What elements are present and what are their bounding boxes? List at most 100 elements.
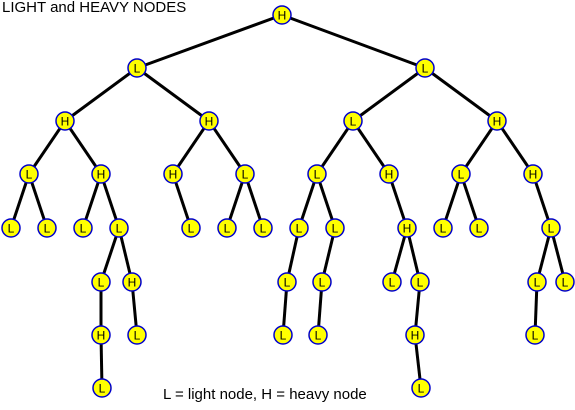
tree-edge bbox=[63, 120, 103, 175]
node-label: L bbox=[296, 222, 303, 236]
node-label: L bbox=[440, 222, 447, 236]
heavy-node: H bbox=[272, 5, 292, 25]
node-circle bbox=[289, 218, 309, 238]
node-circle bbox=[525, 325, 545, 345]
tree-edge bbox=[64, 66, 138, 123]
light-node: L bbox=[307, 164, 327, 184]
node-label: H bbox=[385, 168, 394, 182]
node-circle bbox=[91, 272, 111, 292]
diagram-title: LIGHT and HEAVY NODES bbox=[2, 0, 187, 16]
node-label: L bbox=[315, 329, 322, 343]
node-label: L bbox=[116, 222, 123, 236]
node-label: H bbox=[128, 276, 137, 290]
tree-edge bbox=[315, 120, 355, 175]
node-label: L bbox=[418, 382, 425, 396]
node-label: L bbox=[422, 62, 429, 76]
light-node: L bbox=[235, 164, 255, 184]
light-node: L bbox=[127, 58, 147, 78]
light-node: L bbox=[410, 272, 430, 292]
node-label: L bbox=[98, 276, 105, 290]
node-label: L bbox=[389, 276, 396, 290]
node-circle bbox=[541, 218, 561, 238]
node-circle bbox=[217, 218, 237, 238]
node-label: L bbox=[134, 62, 141, 76]
node-circle bbox=[272, 5, 292, 25]
tree-edge bbox=[281, 13, 426, 70]
heavy-node: H bbox=[163, 164, 183, 184]
node-circle bbox=[1, 218, 21, 238]
light-node: L bbox=[433, 218, 453, 238]
node-label: H bbox=[278, 9, 287, 23]
node-label: L bbox=[44, 222, 51, 236]
node-circle bbox=[307, 164, 327, 184]
node-circle bbox=[382, 272, 402, 292]
heavy-node: H bbox=[523, 164, 543, 184]
legend-text: L = light node, H = heavy node bbox=[163, 386, 367, 403]
light-node: L bbox=[92, 378, 112, 398]
node-label: H bbox=[403, 222, 412, 236]
node-circle bbox=[469, 218, 489, 238]
heavy-node: H bbox=[397, 218, 417, 238]
tree-edge bbox=[459, 120, 499, 175]
node-circle bbox=[37, 218, 57, 238]
node-label: L bbox=[8, 222, 15, 236]
node-circle bbox=[92, 378, 112, 398]
tree-edge bbox=[424, 66, 498, 123]
tree-edge bbox=[27, 120, 67, 175]
node-circle bbox=[527, 272, 547, 292]
light-node: L bbox=[411, 378, 431, 398]
tree-edge bbox=[207, 120, 247, 175]
node-circle bbox=[109, 218, 129, 238]
light-node: L bbox=[181, 218, 201, 238]
node-label: H bbox=[411, 329, 420, 343]
node-circle bbox=[523, 164, 543, 184]
tree-edge bbox=[495, 120, 535, 175]
node-circle bbox=[273, 325, 293, 345]
heavy-node: H bbox=[55, 111, 75, 131]
node-circle bbox=[235, 164, 255, 184]
node-label: L bbox=[134, 329, 141, 343]
light-node: L bbox=[289, 218, 309, 238]
node-label: L bbox=[476, 222, 483, 236]
node-label: L bbox=[260, 222, 267, 236]
node-label: L bbox=[534, 276, 541, 290]
heavy-node: H bbox=[379, 164, 399, 184]
node-circle bbox=[308, 325, 328, 345]
light-node: L bbox=[109, 218, 129, 238]
light-node: L bbox=[127, 325, 147, 345]
light-node: L bbox=[277, 272, 297, 292]
node-circle bbox=[415, 58, 435, 78]
node-label: H bbox=[493, 115, 502, 129]
tree-edge bbox=[171, 120, 211, 175]
light-node: L bbox=[469, 218, 489, 238]
heavy-node: H bbox=[405, 325, 425, 345]
node-circle bbox=[91, 164, 111, 184]
light-node: L bbox=[451, 164, 471, 184]
node-circle bbox=[397, 218, 417, 238]
light-node: L bbox=[253, 218, 273, 238]
node-circle bbox=[325, 218, 345, 238]
node-circle bbox=[181, 218, 201, 238]
node-circle bbox=[410, 272, 430, 292]
node-circle bbox=[55, 111, 75, 131]
heavy-node: H bbox=[199, 111, 219, 131]
node-label: L bbox=[99, 382, 106, 396]
node-circle bbox=[91, 325, 111, 345]
node-circle bbox=[555, 272, 575, 292]
light-node: L bbox=[343, 111, 363, 131]
node-label: L bbox=[224, 222, 231, 236]
light-node: L bbox=[37, 218, 57, 238]
light-node: L bbox=[73, 218, 93, 238]
node-label: L bbox=[284, 276, 291, 290]
heavy-node: H bbox=[122, 272, 142, 292]
tree-edge bbox=[136, 13, 283, 70]
light-node: L bbox=[91, 272, 111, 292]
node-circle bbox=[199, 111, 219, 131]
node-label: H bbox=[61, 115, 70, 129]
node-label: H bbox=[97, 168, 106, 182]
node-circle bbox=[312, 272, 332, 292]
node-label: L bbox=[548, 222, 555, 236]
